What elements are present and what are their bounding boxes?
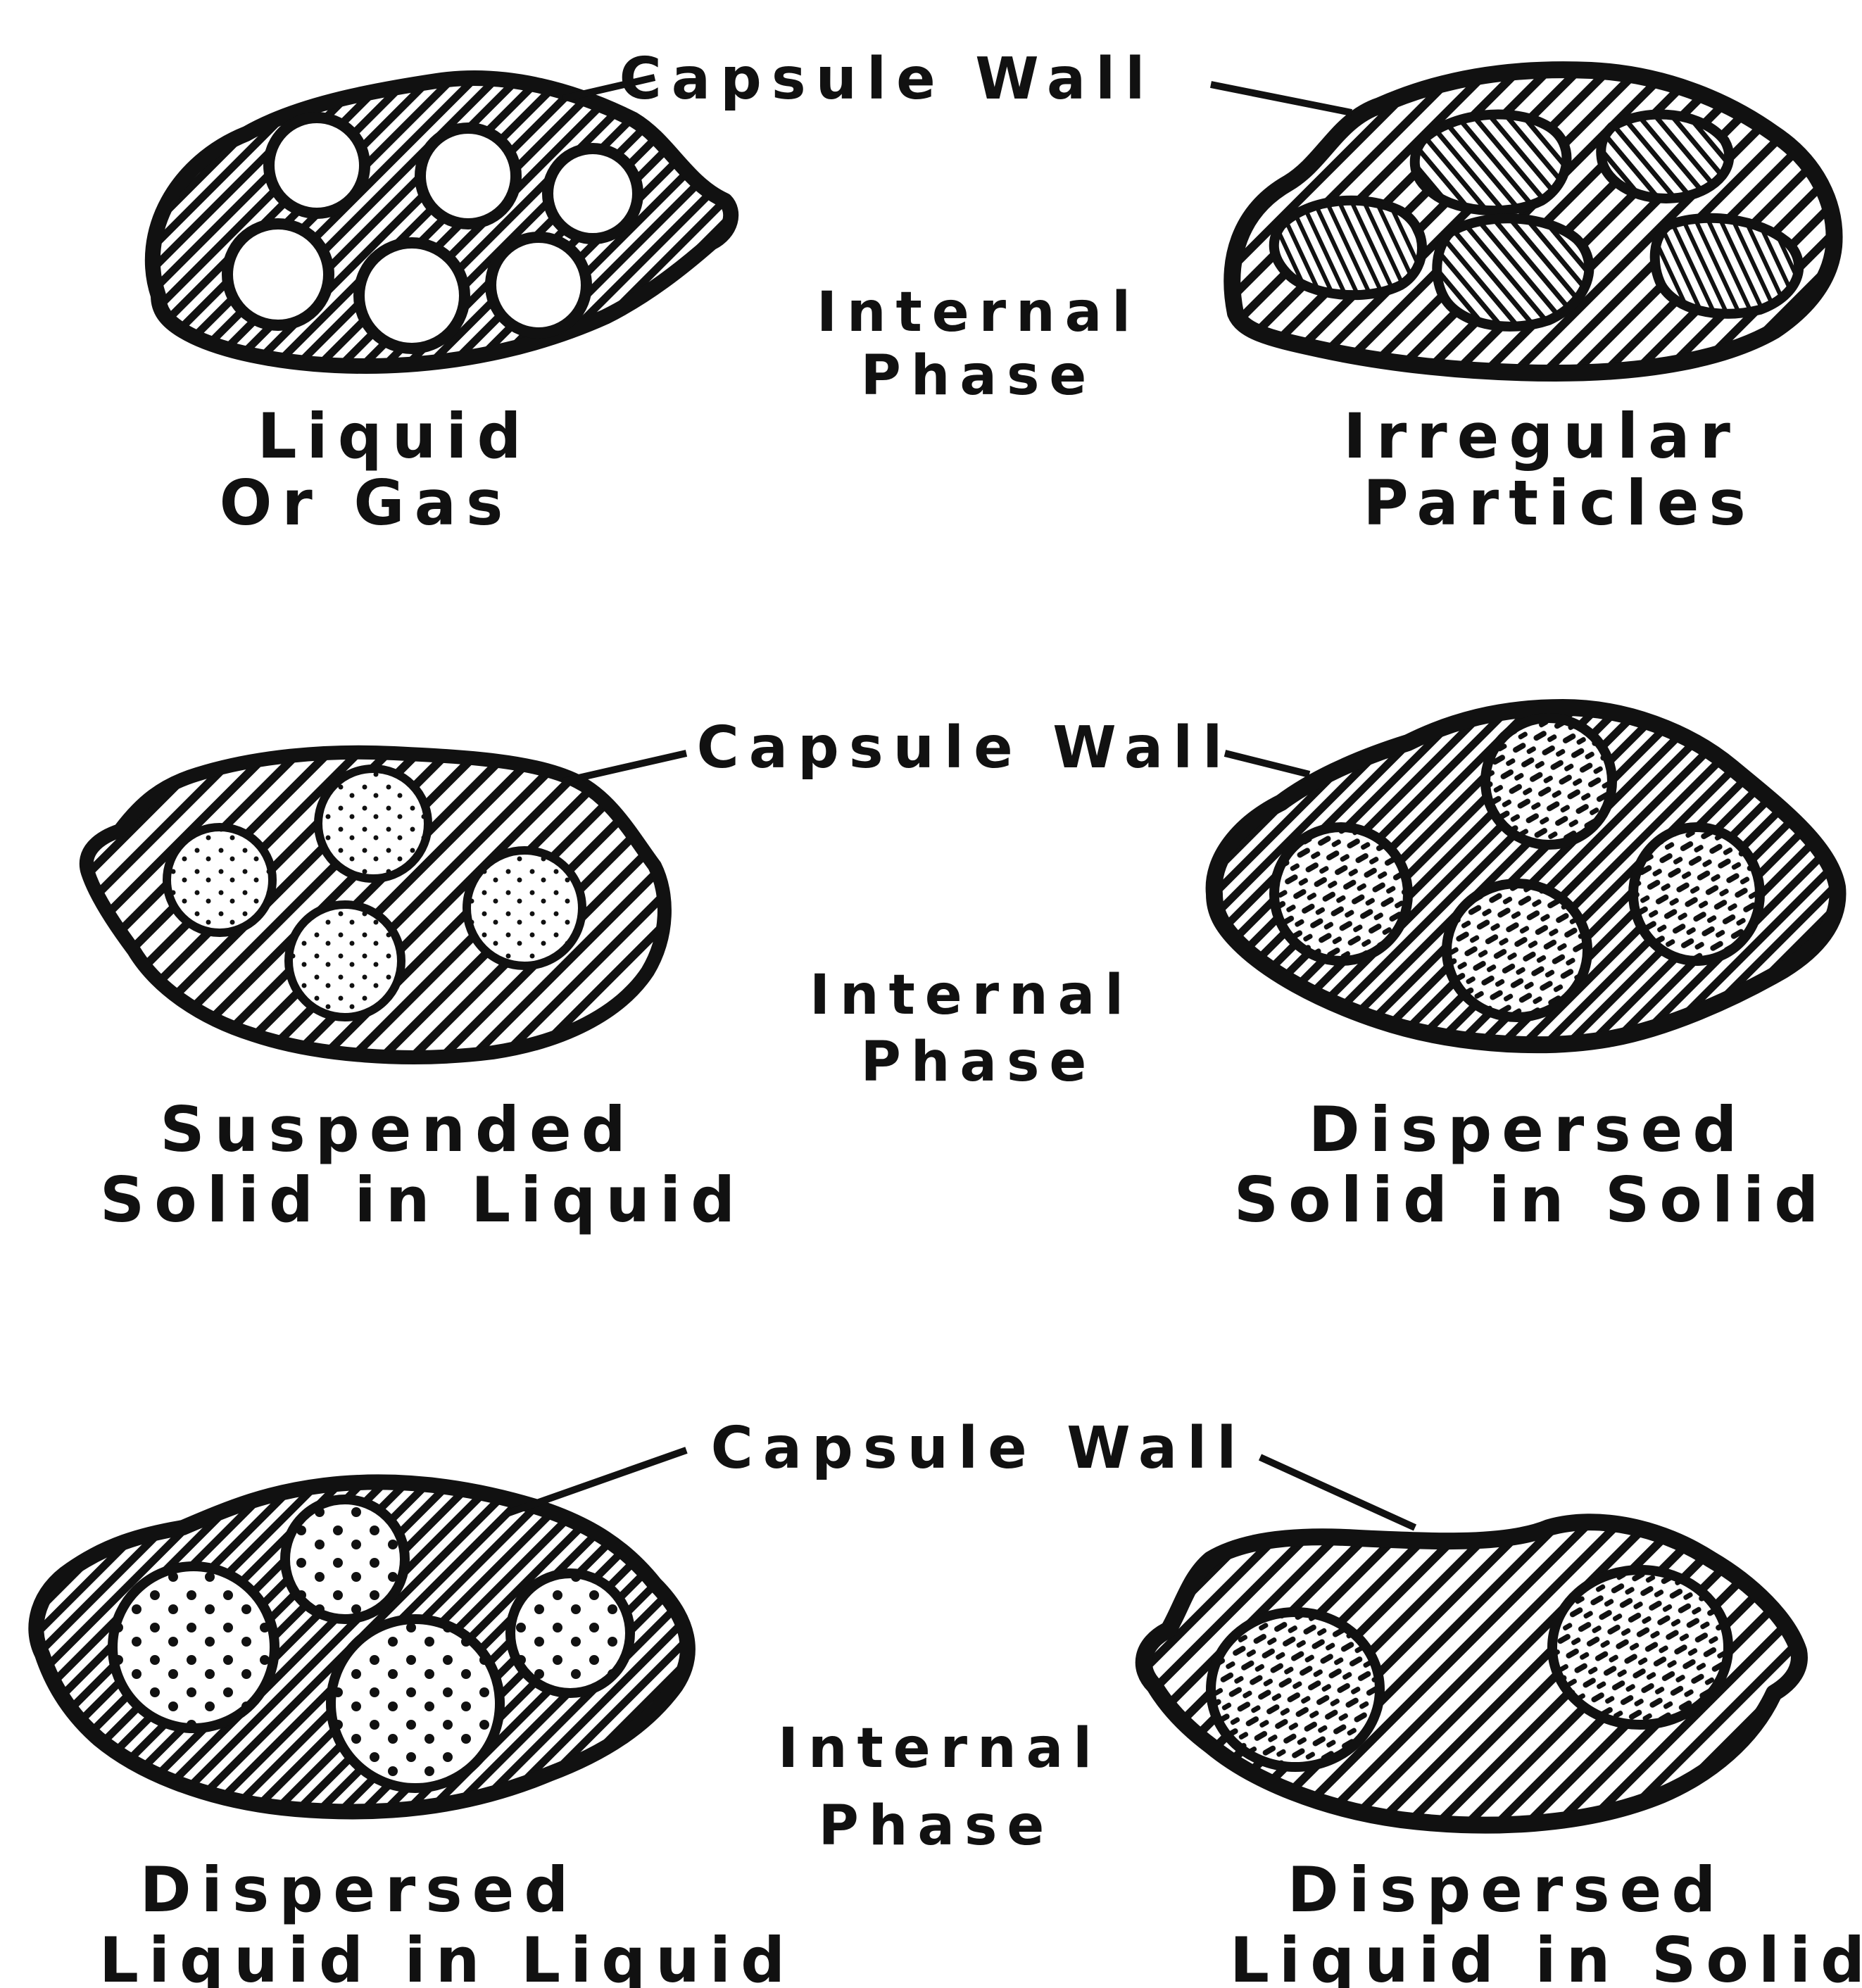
internal-phase-label-line1: Internal xyxy=(778,1717,1102,1780)
caption-irregular-particles-line2: Particles xyxy=(1363,467,1756,539)
caption-suspended-solid-line2: Solid in Liquid xyxy=(100,1164,745,1236)
internal-phase-label-line2: Phase xyxy=(819,1794,1055,1858)
leader-line-right xyxy=(1260,1457,1415,1528)
caption-liquid-or-gas-line1: Liquid xyxy=(257,400,531,472)
capsule-dispersed-liquid-in-liquid xyxy=(36,1482,688,1811)
caption-liquid-or-gas-line2: Or Gas xyxy=(220,467,513,539)
capsule-dispersed-liquid-in-solid xyxy=(1144,1522,1799,1825)
capsule-wall-label: Capsule Wall xyxy=(619,46,1155,113)
caption-dispersed-solid-line1: Dispersed xyxy=(1309,1093,1747,1166)
caption-dispersed-liquid-right-line2: Liquid in Solid xyxy=(1230,1924,1862,1988)
capsule-wall-label: Capsule Wall xyxy=(711,1415,1247,1482)
capsule-suspended-solid-in-liquid xyxy=(87,753,665,1057)
row-3: Capsule Wall Internal Phase Dispersed Li… xyxy=(36,1415,1862,1988)
internal-phase-label-line1: Internal xyxy=(810,964,1133,1027)
caption-dispersed-liquid-right-line1: Dispersed xyxy=(1288,1854,1726,1926)
capsule-liquid-or-gas xyxy=(153,78,731,366)
capsule-dispersed-solid-in-solid xyxy=(1214,707,1838,1045)
row-1: Capsule Wall Internal Phase Liquid Or Ga… xyxy=(153,46,1835,539)
capsule-wall-label: Capsule Wall xyxy=(697,715,1233,781)
leader-line-right xyxy=(1225,753,1309,774)
leader-line-left xyxy=(563,753,686,781)
internal-phase-label-line2: Phase xyxy=(861,1031,1097,1094)
internal-phase-label-line1: Internal xyxy=(817,281,1140,344)
caption-dispersed-liquid-left-line1: Dispersed xyxy=(140,1854,579,1926)
row-2: Capsule Wall Internal Phase Suspended So… xyxy=(87,707,1838,1236)
leader-line-right xyxy=(1211,84,1352,113)
capsule-irregular-particles xyxy=(1232,70,1834,373)
caption-suspended-solid-line1: Suspended xyxy=(160,1093,635,1166)
caption-irregular-particles-line1: Irregular xyxy=(1343,400,1740,472)
caption-dispersed-solid-line2: Solid in Solid xyxy=(1234,1164,1828,1236)
caption-dispersed-liquid-left-line2: Liquid in Liquid xyxy=(99,1924,795,1988)
leader-line-left xyxy=(507,1450,686,1514)
internal-phase-label-line2: Phase xyxy=(861,344,1097,408)
